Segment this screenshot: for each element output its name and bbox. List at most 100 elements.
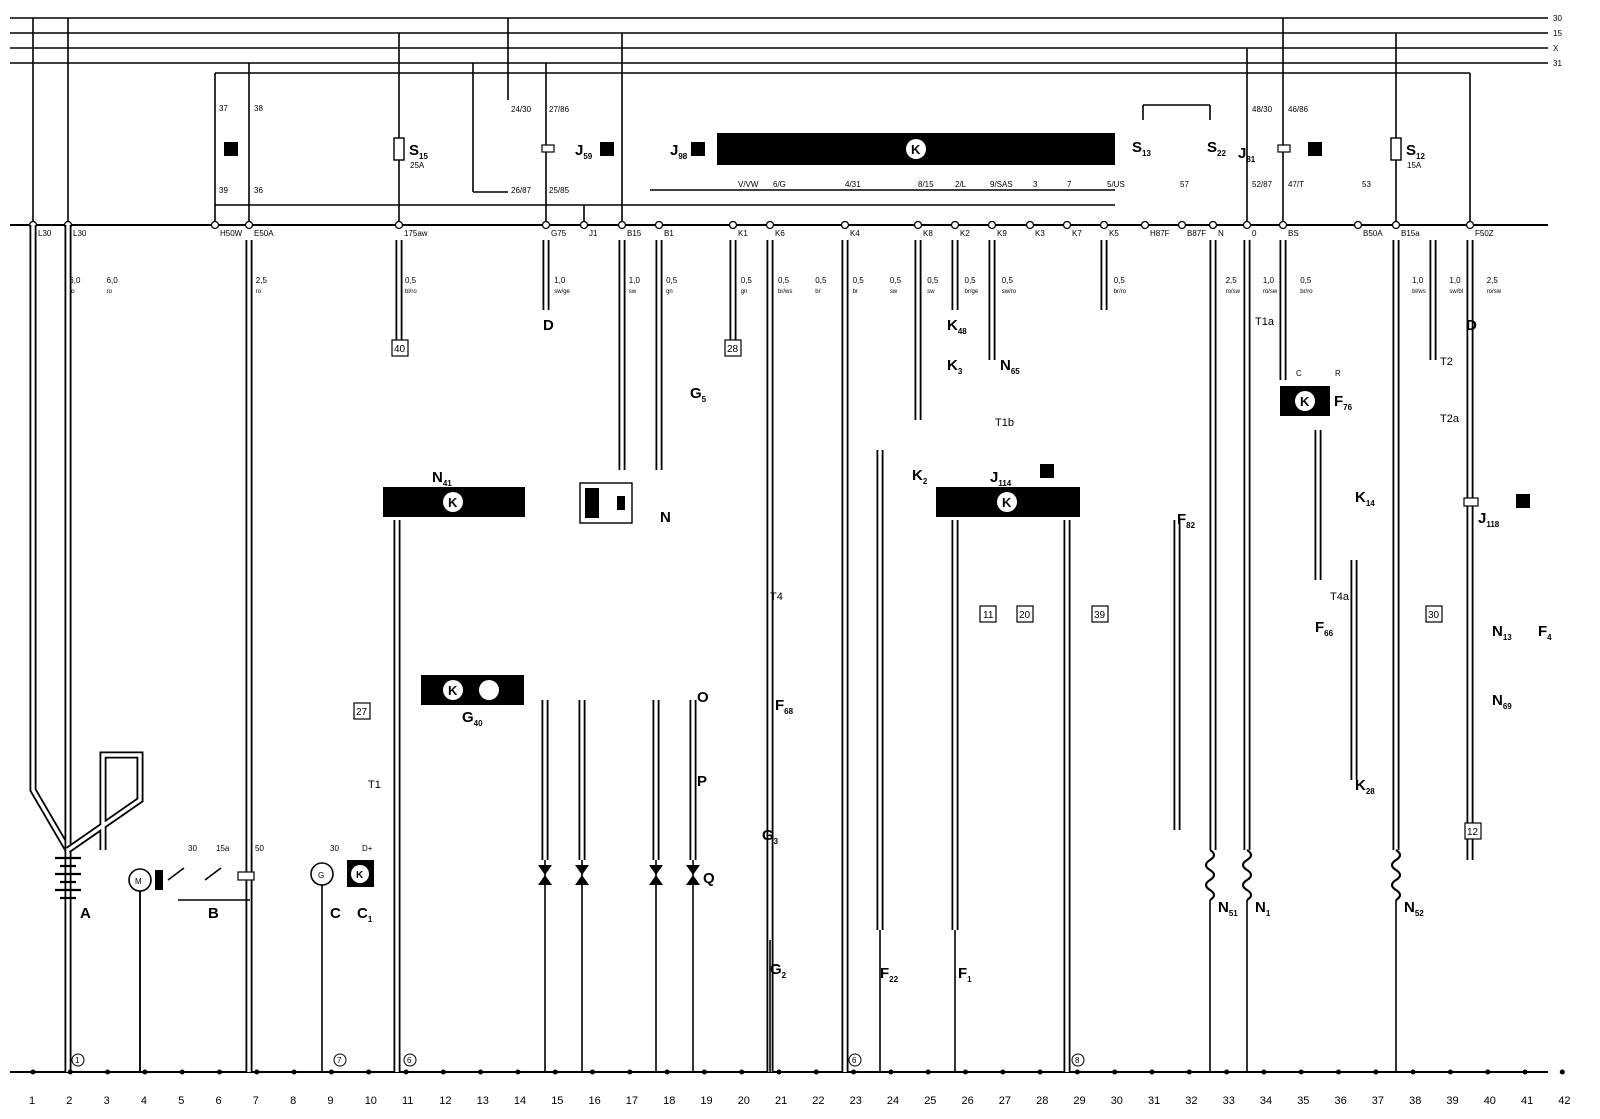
ground-node bbox=[1261, 1069, 1267, 1075]
wire-size: 2,5 bbox=[1226, 276, 1238, 285]
ground-node bbox=[813, 1069, 819, 1075]
svg-text:4/31: 4/31 bbox=[845, 180, 861, 189]
column-number: 30 bbox=[1111, 1095, 1123, 1107]
svg-text:N51: N51 bbox=[1218, 899, 1238, 918]
svg-text:N69: N69 bbox=[1492, 692, 1512, 711]
relay-J98-letter: J bbox=[670, 142, 678, 159]
column-number: 38 bbox=[1409, 1095, 1421, 1107]
ground-node bbox=[888, 1069, 894, 1075]
control-unit-F76-num: 76 bbox=[1343, 403, 1352, 412]
svg-text:53: 53 bbox=[1362, 180, 1371, 189]
svg-text:F22: F22 bbox=[880, 965, 899, 984]
svg-text:52/87: 52/87 bbox=[1252, 180, 1273, 189]
panel-terminal bbox=[541, 220, 551, 230]
control-unit-F76-letter: F bbox=[1334, 393, 1343, 410]
panel-terminal-label: K7 bbox=[1072, 229, 1082, 238]
panel-terminal-label: E50A bbox=[254, 229, 274, 238]
panel-terminal bbox=[765, 220, 775, 230]
panel-terminal-label: B50A bbox=[1363, 229, 1383, 238]
svg-text:D+: D+ bbox=[362, 844, 373, 853]
component-labels: D D G5 G2 G3 F1 F22 F66 F68 F82 F4 K2 K3… bbox=[368, 316, 1552, 984]
svg-text:K14: K14 bbox=[1355, 489, 1375, 508]
column-number: 14 bbox=[514, 1095, 526, 1107]
panel-terminal-label: K6 bbox=[775, 229, 785, 238]
svg-text:R: R bbox=[1335, 369, 1341, 378]
svg-text:M: M bbox=[135, 877, 142, 886]
ground-node bbox=[701, 1069, 707, 1075]
svg-text:K3: K3 bbox=[947, 357, 963, 376]
panel-terminal-label: K3 bbox=[1035, 229, 1045, 238]
svg-text:47/T: 47/T bbox=[1288, 180, 1304, 189]
panel-terminal-label: BS bbox=[1288, 229, 1299, 238]
svg-text:T1a: T1a bbox=[1255, 316, 1275, 328]
relay-J81: J81 bbox=[1238, 142, 1322, 164]
wire-color: ro bbox=[107, 289, 113, 295]
panel-terminal-label: K1 bbox=[738, 229, 748, 238]
regulator-num: 1 bbox=[368, 915, 373, 924]
panel-terminal-label: K9 bbox=[997, 229, 1007, 238]
svg-text:30: 30 bbox=[330, 844, 339, 853]
svg-text:36: 36 bbox=[254, 186, 263, 195]
ground-node bbox=[1373, 1069, 1379, 1075]
circled-refs: 1 7 6 6 8 bbox=[71, 1053, 1085, 1067]
wire-size: 0,5 bbox=[1300, 276, 1312, 285]
wire-color: sw/ge bbox=[554, 289, 570, 295]
ground-node bbox=[1112, 1069, 1118, 1075]
panel-terminal-label: G75 bbox=[551, 229, 567, 238]
ground-node bbox=[142, 1069, 148, 1075]
relay-J59-num: 59 bbox=[583, 152, 592, 161]
panel-terminal-label: K4 bbox=[850, 229, 860, 238]
switch-P-label: P bbox=[697, 773, 707, 790]
column-number: 17 bbox=[626, 1095, 638, 1107]
svg-text:K: K bbox=[448, 495, 458, 510]
wire-color: bl/ro bbox=[405, 289, 417, 295]
starter-label: B bbox=[208, 905, 219, 922]
panel-terminal bbox=[579, 220, 589, 230]
wire-color: bl/ws bbox=[1412, 289, 1426, 295]
svg-text:F66: F66 bbox=[1315, 619, 1334, 638]
panel-terminal-label: K2 bbox=[960, 229, 970, 238]
panel-terminal-label: B15a bbox=[1401, 229, 1420, 238]
regulator-letter: C bbox=[357, 905, 368, 922]
wire-color: ro/sw bbox=[1226, 289, 1241, 295]
battery-label: A bbox=[80, 905, 91, 922]
column-number: 32 bbox=[1185, 1095, 1197, 1107]
label-D-right: D bbox=[1466, 317, 1477, 334]
wire-color: sw bbox=[927, 289, 935, 295]
fuse-S12-num: 12 bbox=[1416, 152, 1425, 161]
wire-size: 0,5 bbox=[815, 276, 827, 285]
panel-terminal-label: 0 bbox=[1252, 229, 1257, 238]
column-number: 9 bbox=[327, 1095, 333, 1107]
ground-node bbox=[627, 1069, 633, 1075]
ground-node bbox=[1224, 1069, 1230, 1075]
svg-text:48/30: 48/30 bbox=[1252, 105, 1273, 114]
panel-terminal-label: 175aw bbox=[404, 229, 428, 238]
panel-terminal bbox=[1177, 220, 1187, 230]
lamp-group-Q: Q O P bbox=[538, 689, 715, 887]
svg-text:J98: J98 bbox=[670, 142, 688, 161]
heater-N51-letter: N bbox=[1218, 899, 1229, 916]
alternator-C: G K C C1 30 D+ bbox=[310, 844, 374, 924]
svg-text:T4: T4 bbox=[770, 591, 783, 603]
panel-terminal bbox=[1353, 220, 1363, 230]
panel-terminal bbox=[1140, 220, 1150, 230]
panel-terminal bbox=[244, 220, 254, 230]
ground-node bbox=[403, 1069, 409, 1075]
wire-color: sw bbox=[629, 289, 637, 295]
svg-text:T2a: T2a bbox=[1440, 413, 1460, 425]
wire-size: 1,0 bbox=[554, 276, 566, 285]
alternator-label: C bbox=[330, 905, 341, 922]
svg-text:F68: F68 bbox=[775, 697, 794, 716]
svg-text:6/G: 6/G bbox=[773, 180, 786, 189]
column-number: 21 bbox=[775, 1095, 787, 1107]
svg-text:S15: S15 bbox=[409, 142, 428, 161]
column-number: 26 bbox=[962, 1095, 974, 1107]
control-unit-N41-letter: N bbox=[432, 469, 443, 486]
column-number: 25 bbox=[924, 1095, 936, 1107]
ground-node bbox=[515, 1069, 521, 1075]
panel-terminal bbox=[728, 220, 738, 230]
column-number: 28 bbox=[1036, 1095, 1048, 1107]
